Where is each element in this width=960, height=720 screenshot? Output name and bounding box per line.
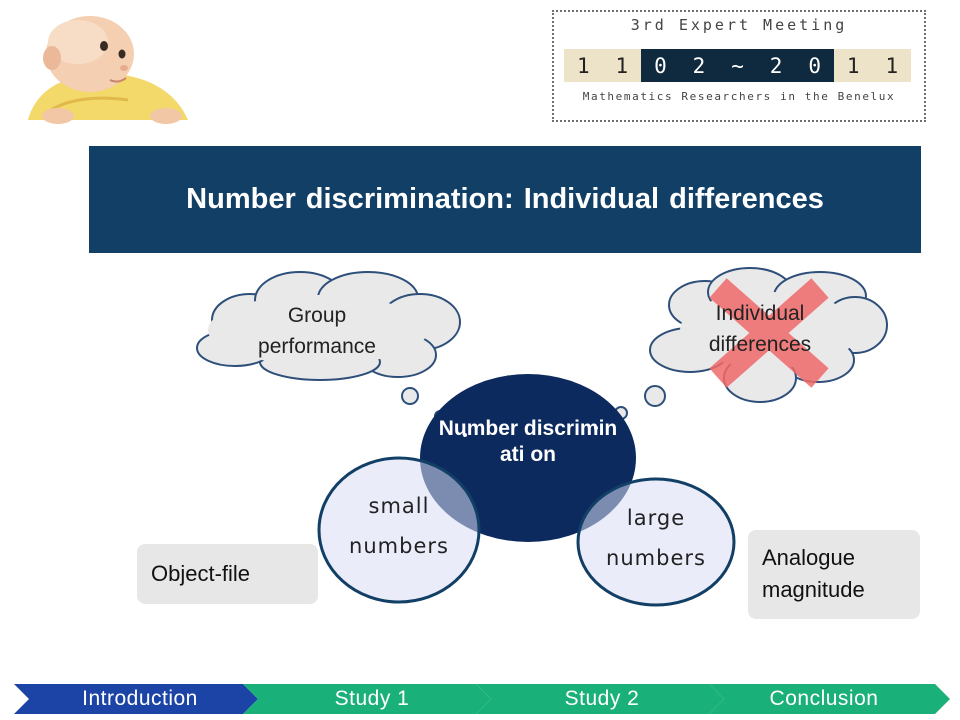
logo-date-digit: 1 [602, 49, 642, 82]
cloud-left [196, 271, 461, 381]
logo-date-digit: 0 [641, 49, 680, 82]
nav-step-study2 [476, 684, 724, 714]
nav-step-introduction [14, 684, 258, 714]
cloud-left-label: Group performance [258, 304, 376, 358]
large-numbers-circle [576, 477, 736, 607]
small-numbers-label: small numbers [349, 494, 449, 558]
small-numbers-circle [317, 456, 481, 604]
object-file-label: Object-file [137, 544, 318, 604]
title-banner: Number discrimination: Individual differ… [89, 146, 921, 253]
logo-date-strip: 1 1 0 2 ~ 2 0 1 1 [564, 49, 912, 82]
nav-item-introduction[interactable]: Introduction [82, 687, 198, 710]
nav-step-study1 [243, 684, 491, 714]
meeting-logo: 3rd Expert Meeting 1 1 0 2 ~ 2 0 1 1 Mat… [552, 10, 926, 122]
nav-step-conclusion [709, 684, 950, 714]
logo-date-digit: 1 [833, 49, 873, 82]
logo-date-digit: 1 [564, 49, 603, 82]
thought-bubble [644, 385, 666, 407]
thought-bubble [401, 387, 419, 405]
logo-date-digit: 0 [795, 49, 834, 82]
analogue-magnitude-label: Analogue magnitude [748, 530, 920, 619]
logo-date-digit: 2 [756, 49, 796, 82]
nav-item-study-1[interactable]: Study 1 [334, 687, 410, 710]
diagram [196, 267, 888, 607]
section-navigation [14, 684, 950, 714]
large-numbers-label: large numbers [606, 506, 706, 570]
logo-date-digit: 1 [872, 49, 912, 82]
nav-item-conclusion[interactable]: Conclusion [769, 687, 879, 710]
cross-mark [709, 278, 829, 388]
logo-date-digit: ~ [718, 49, 757, 82]
logo-date-digit: 2 [679, 49, 719, 82]
logo-subtitle: Mathematics Researchers in the Benelux [582, 90, 896, 103]
baby-illustration [28, 16, 188, 124]
cloud-right-label: Individual differences [708, 302, 812, 356]
centre-circle [420, 374, 636, 542]
page-title: Number discrimination: Individual differ… [186, 183, 824, 215]
nav-item-study-2[interactable]: Study 2 [564, 687, 640, 710]
centre-label: Number discriminati on [438, 417, 618, 466]
logo-title: 3rd Expert Meeting [630, 16, 848, 34]
